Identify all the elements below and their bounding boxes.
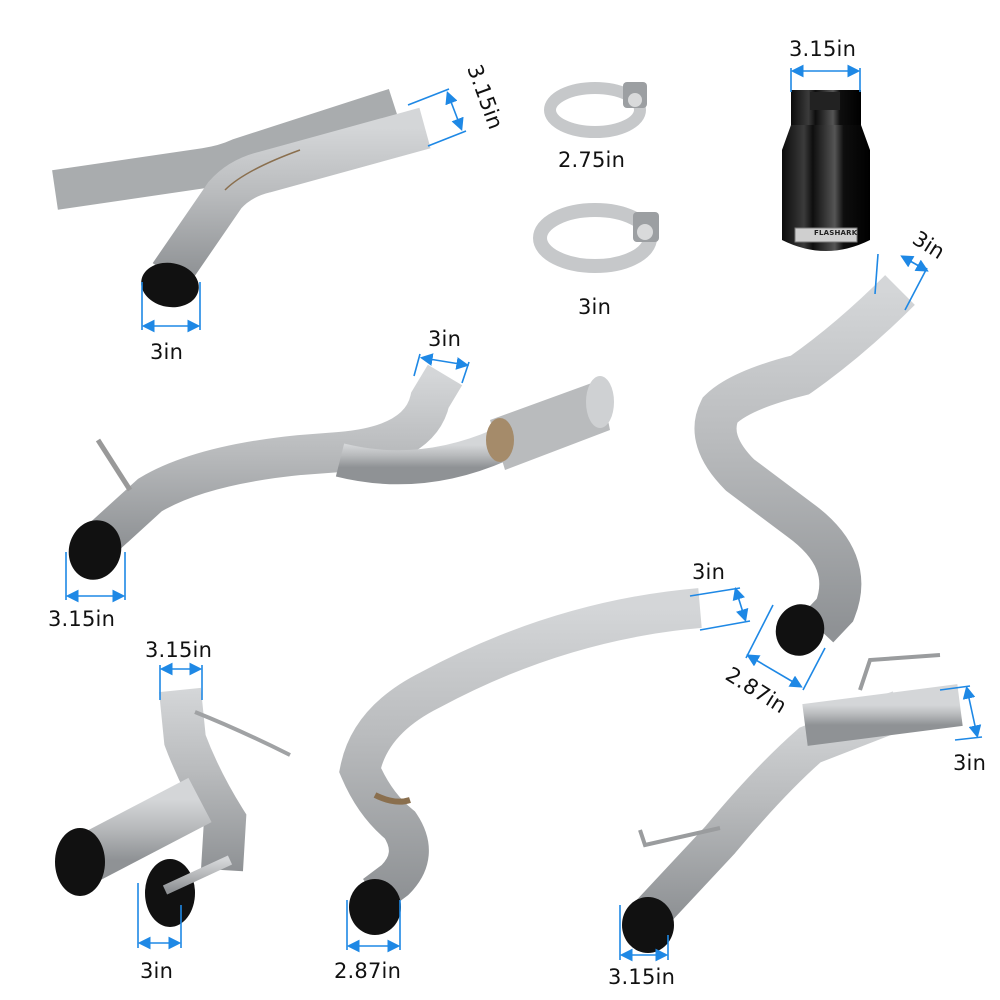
- dimension-label: 3in: [428, 327, 462, 351]
- dual-tip-pipe: [55, 687, 291, 927]
- muffler-pipe: [68, 364, 614, 580]
- dimension-label: 2.87in: [334, 959, 402, 983]
- dimension-label: 3.15in: [608, 965, 676, 989]
- s-bend-tailpipe: [694, 275, 915, 656]
- y-pipe-bottom-right: [622, 653, 963, 953]
- tip-brand-badge: FLASHARK: [814, 229, 858, 237]
- dimension-label: 3in: [578, 295, 612, 319]
- dimension-label: 2.75in: [558, 148, 626, 172]
- dimension-label: 3in: [953, 751, 987, 775]
- dimension-lines: [65, 64, 983, 962]
- dimension-label: 3in: [140, 959, 174, 983]
- y-pipe-top-left: [52, 88, 431, 308]
- long-bend-pipe: [339, 588, 702, 935]
- dimension-label: 3in: [150, 340, 184, 364]
- exhaust-tip: [782, 90, 870, 251]
- dimension-label: 3in: [692, 560, 726, 584]
- dimension-label: 3.15in: [48, 607, 116, 631]
- dimension-label: 3.15in: [145, 638, 213, 662]
- clamp-small: [544, 82, 647, 138]
- clamp-large: [533, 203, 659, 273]
- dimension-label: 3.15in: [789, 37, 857, 61]
